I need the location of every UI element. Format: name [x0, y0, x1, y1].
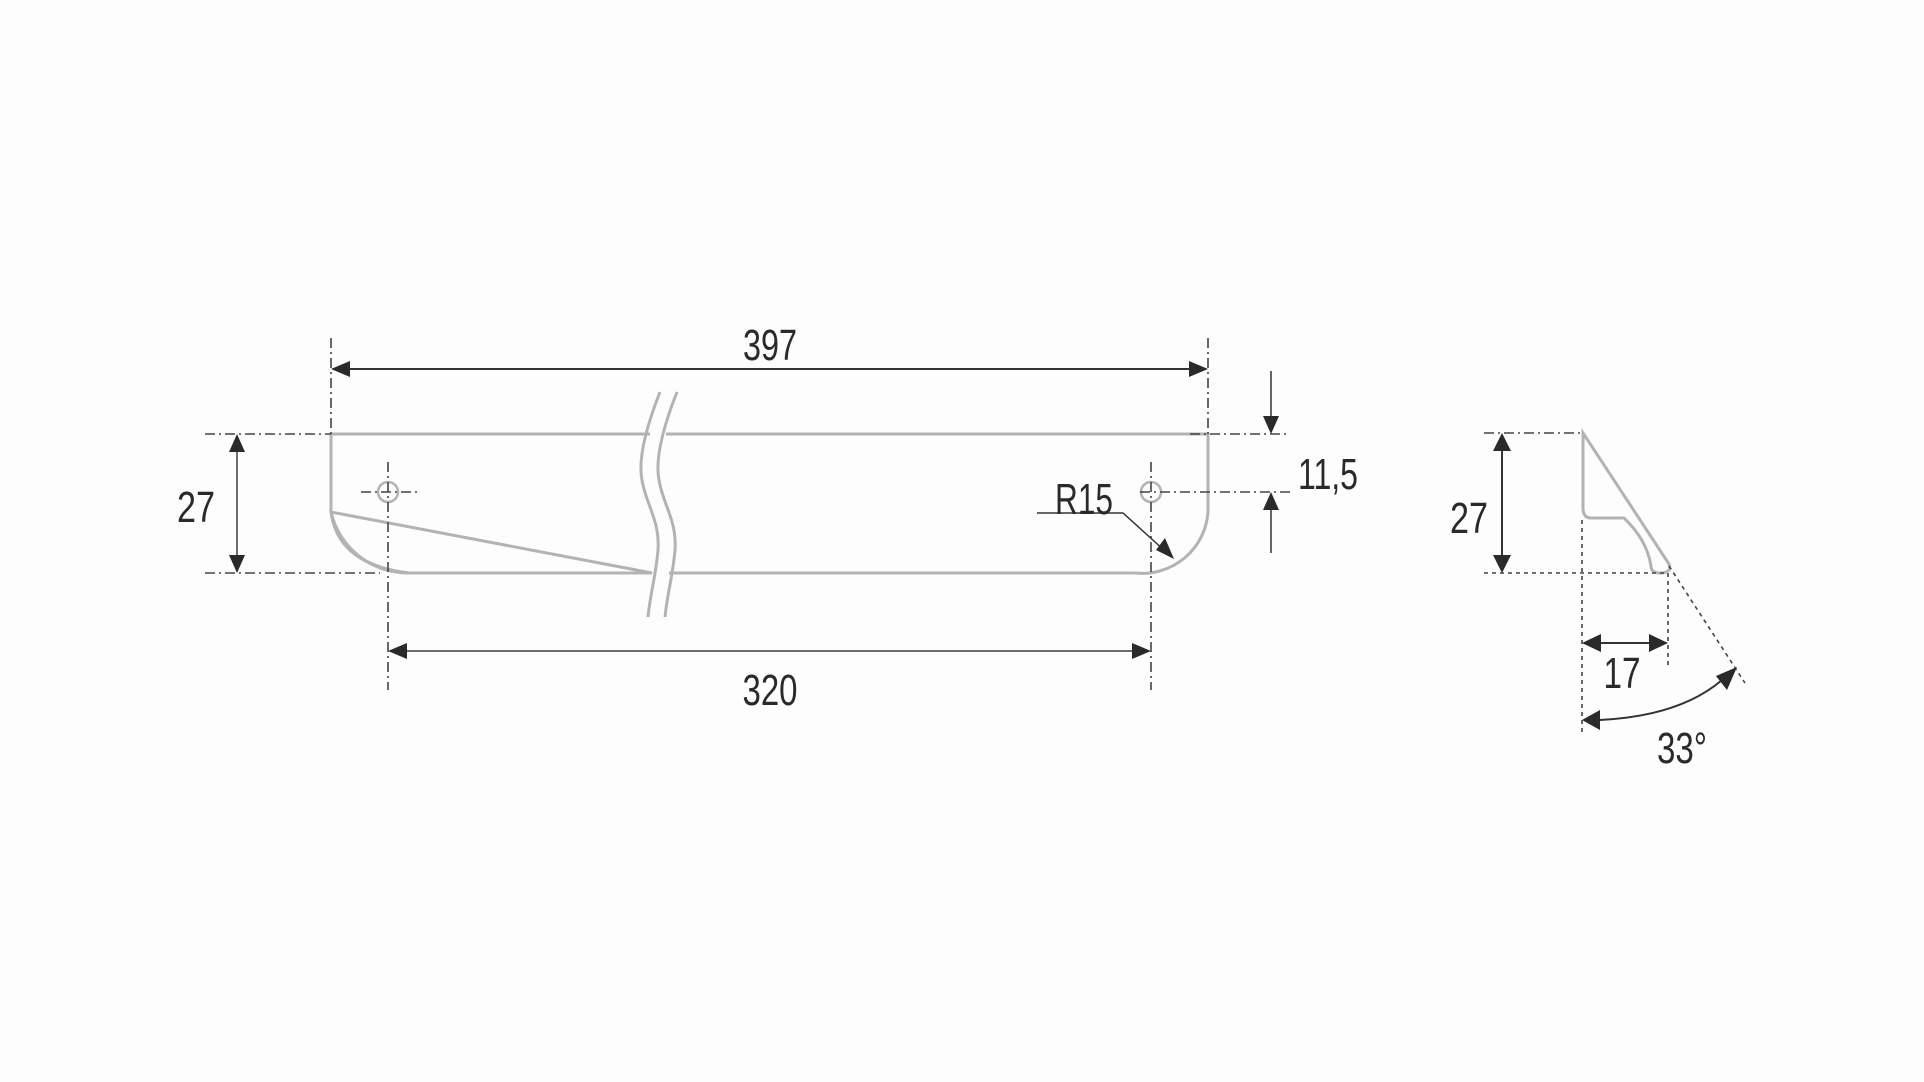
- dim-label-radius: R15: [1055, 475, 1113, 524]
- dim-label-hole-offset: 11,5: [1298, 450, 1358, 499]
- dim-label-length: 397: [743, 321, 797, 370]
- arrow-left-icon: [331, 361, 350, 377]
- front-view: 397 27 320 R15 11,5: [177, 321, 1358, 715]
- arrow-radius-icon: [1156, 538, 1174, 559]
- handle-outline-left: [329, 434, 411, 575]
- angle-extension: [1668, 565, 1746, 684]
- arrow-right-icon: [1189, 361, 1208, 377]
- arrow-left-icon: [1582, 634, 1601, 652]
- arrow-down-icon: [1493, 555, 1511, 573]
- dim-label-height: 27: [177, 483, 215, 532]
- arrow-angle-icon: [1716, 667, 1737, 690]
- leader-radius: [1037, 512, 1166, 552]
- dim-label-angle: 33°: [1657, 724, 1707, 773]
- arrow-left-icon: [388, 643, 407, 659]
- arrow-left-icon: [1582, 710, 1600, 730]
- arrow-right-icon: [1132, 643, 1151, 659]
- break-line-1: [639, 391, 662, 618]
- arrow-right-icon: [1649, 634, 1668, 652]
- arrow-down-icon: [1263, 416, 1279, 434]
- dim-label-height: 27: [1450, 494, 1488, 543]
- profile-outline: [1581, 427, 1672, 575]
- side-view: 27 17 33°: [1450, 427, 1746, 773]
- arrow-up-icon: [1493, 433, 1511, 451]
- break-line-2: [656, 391, 679, 618]
- dim-label-hole-spacing: 320: [743, 666, 798, 715]
- angle-arc: [1599, 679, 1723, 721]
- dim-label-depth: 17: [1604, 649, 1641, 698]
- arrow-up-icon: [229, 434, 245, 452]
- arrow-up-icon: [1263, 492, 1279, 510]
- arrow-down-icon: [229, 555, 245, 573]
